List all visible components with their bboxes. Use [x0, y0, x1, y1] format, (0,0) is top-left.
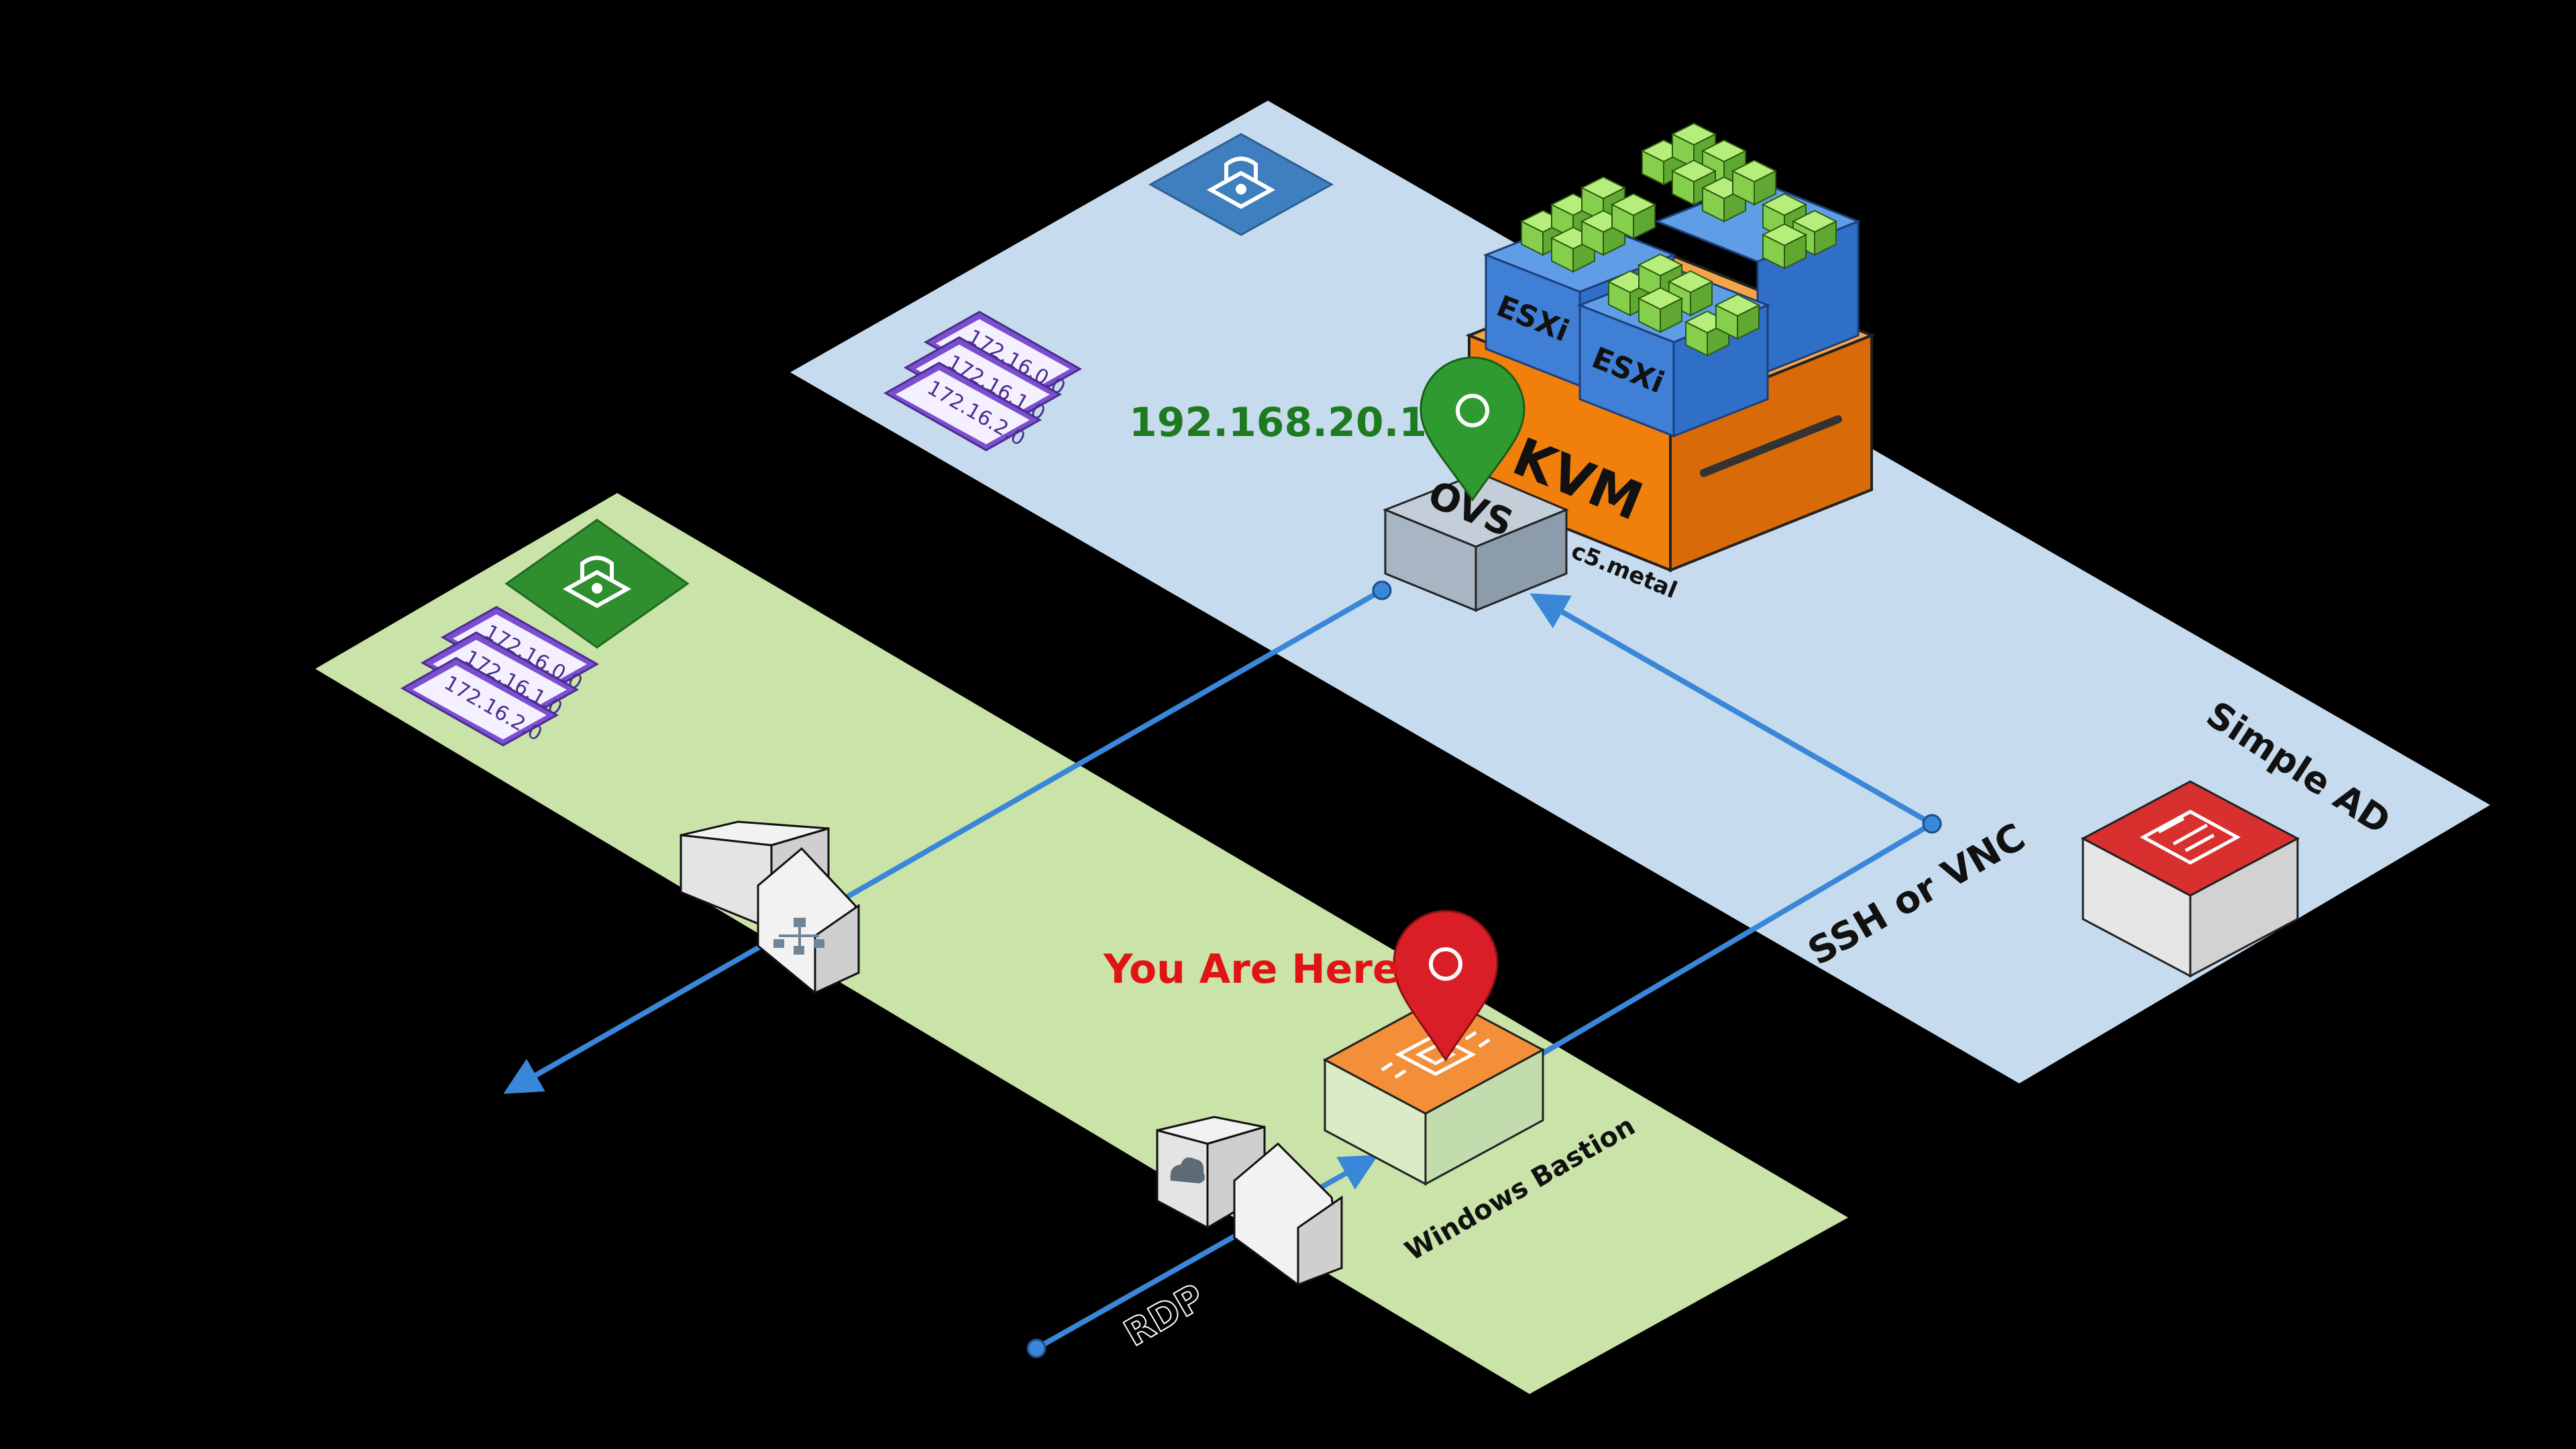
vm-cube — [1637, 286, 1684, 333]
lock-icon — [1206, 156, 1276, 209]
lock-icon — [562, 555, 632, 608]
ssh-vnc-endpoint — [1922, 814, 1942, 834]
ovs-link-endpoint — [1372, 580, 1392, 600]
map-pin-icon — [1419, 356, 1525, 502]
internet-gateway — [1156, 1116, 1343, 1287]
vm-cube — [1761, 223, 1808, 270]
vpc-blue-zone — [790, 101, 2490, 1083]
bastion-location-pin — [1393, 910, 1499, 1062]
windows-bastion — [1322, 995, 1546, 1186]
cloud-icon — [1170, 1157, 1205, 1183]
vpc-green-zone — [315, 493, 1848, 1394]
network-hierarchy-icon — [773, 918, 824, 955]
ovs-ip-label: 192.168.20.1 — [1129, 399, 1427, 446]
rdp-endpoint — [1026, 1338, 1046, 1358]
route-table-entry: 172.16.1.0 — [420, 631, 580, 721]
vm-cube — [1610, 193, 1657, 239]
connections — [503, 580, 1942, 1358]
chip-icon — [1381, 1030, 1491, 1079]
ovs-egress-link — [503, 588, 1383, 1094]
vm-cube — [1731, 159, 1778, 206]
map-pin-icon — [1393, 910, 1499, 1062]
nat-gateway — [680, 820, 860, 995]
vpc-green-lock — [504, 519, 690, 649]
directory-card-icon — [2139, 810, 2241, 865]
route-table-entry: 172.16.2.0 — [400, 657, 559, 747]
ovs-location-pin — [1419, 356, 1525, 502]
you-are-here-label: You Are Here — [1103, 946, 1400, 993]
vm-cluster — [1519, 122, 1838, 357]
simple-ad — [2080, 780, 2300, 978]
rdp-label: RDP — [1117, 1276, 1212, 1355]
vpc-blue-lock — [1148, 133, 1334, 236]
vm-cube — [1714, 293, 1761, 340]
